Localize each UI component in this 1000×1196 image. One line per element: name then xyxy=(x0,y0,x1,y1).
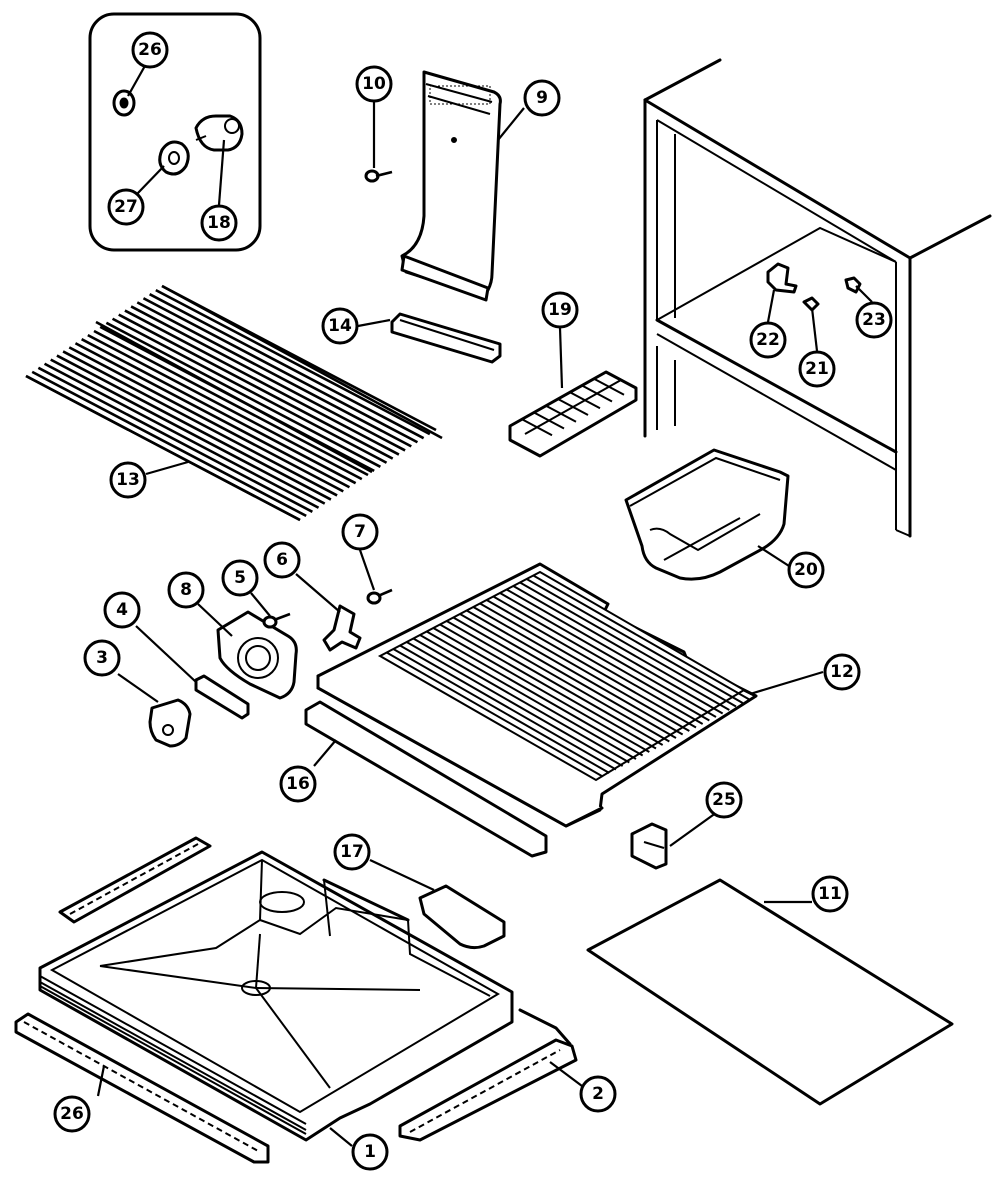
svg-text:7: 7 xyxy=(354,522,366,542)
svg-text:14: 14 xyxy=(328,316,352,336)
callout-17: 17 xyxy=(333,833,371,871)
callout-22: 22 xyxy=(749,321,787,359)
svg-text:20: 20 xyxy=(794,560,818,580)
callout-24: 26 xyxy=(131,31,169,69)
callout-18: 18 xyxy=(200,204,238,242)
callout-3: 3 xyxy=(83,639,121,677)
part-1-pan xyxy=(38,850,514,1142)
leader-lines xyxy=(96,63,873,1147)
part-9-duct-cover xyxy=(400,70,502,302)
svg-text:10: 10 xyxy=(362,74,386,94)
part-10-screw xyxy=(364,169,393,183)
callout-5: 5 xyxy=(221,559,259,597)
callout-8: 8 xyxy=(167,571,205,609)
svg-text:22: 22 xyxy=(756,330,780,350)
svg-text:9: 9 xyxy=(536,88,548,108)
callout-2: 2 xyxy=(579,1075,617,1113)
callout-26: 26 xyxy=(53,1095,91,1133)
callout-27: 27 xyxy=(107,188,145,226)
svg-text:17: 17 xyxy=(340,842,364,862)
svg-text:18: 18 xyxy=(207,213,231,233)
part-13-wire-shelf xyxy=(25,284,443,522)
part-16-trim xyxy=(304,700,548,858)
callout-16: 16 xyxy=(279,765,317,803)
part-8-fan-shroud xyxy=(216,610,298,700)
svg-text:2: 2 xyxy=(592,1084,604,1104)
svg-text:5: 5 xyxy=(234,568,246,588)
callout-25: 25 xyxy=(705,781,743,819)
svg-text:6: 6 xyxy=(276,550,288,570)
svg-text:19: 19 xyxy=(548,300,572,320)
part-20-bin xyxy=(624,448,790,581)
callout-13: 13 xyxy=(109,461,147,499)
svg-text:11: 11 xyxy=(818,884,842,904)
part-2-rail xyxy=(398,1008,578,1142)
part-4-bracket xyxy=(194,674,250,720)
svg-text:26: 26 xyxy=(138,40,162,60)
svg-text:27: 27 xyxy=(114,197,138,217)
callout-23: 23 xyxy=(855,301,893,339)
part-21-pin xyxy=(802,296,820,312)
part-7-screw xyxy=(366,588,393,605)
svg-text:3: 3 xyxy=(96,648,108,668)
callout-14: 14 xyxy=(321,307,359,345)
callout-20: 20 xyxy=(787,551,825,589)
callout-7: 7 xyxy=(341,513,379,551)
part-6-fan-blade xyxy=(322,604,362,652)
svg-text:23: 23 xyxy=(862,310,886,330)
cabinet-frame xyxy=(643,58,992,538)
svg-text:13: 13 xyxy=(116,470,140,490)
svg-text:21: 21 xyxy=(805,359,829,379)
part-3-thermostat xyxy=(148,698,192,748)
part-23-fastener xyxy=(844,276,862,294)
callout-9: 9 xyxy=(523,79,561,117)
callout-21: 21 xyxy=(798,350,836,388)
part-17-cover xyxy=(418,884,506,950)
part-26-rail xyxy=(14,1012,270,1164)
part-19-ice-tray xyxy=(508,370,638,458)
svg-text:26: 26 xyxy=(60,1104,84,1124)
part-22-clip xyxy=(766,262,798,294)
svg-text:4: 4 xyxy=(116,600,128,620)
svg-text:16: 16 xyxy=(286,774,310,794)
callout-19: 19 xyxy=(541,291,579,329)
part-11-panel xyxy=(586,878,954,1106)
svg-text:12: 12 xyxy=(830,662,854,682)
part-25-bracket xyxy=(630,822,668,870)
callout-4: 4 xyxy=(103,591,141,629)
callouts: 26 27 18 10 9 14 19 13 22 21 23 20 12 7 … xyxy=(53,31,893,1171)
callout-12: 12 xyxy=(823,653,861,691)
part-5-screw xyxy=(262,612,291,629)
svg-text:1: 1 xyxy=(364,1142,376,1162)
callout-6: 6 xyxy=(263,541,301,579)
part-14-bracket xyxy=(390,312,502,364)
callout-11: 11 xyxy=(811,875,849,913)
part-12-shelf-frame xyxy=(316,562,758,828)
callout-1: 1 xyxy=(351,1133,389,1171)
svg-text:25: 25 xyxy=(712,790,736,810)
svg-text:8: 8 xyxy=(180,580,192,600)
inset-detail-box xyxy=(88,12,262,252)
part-rail-upper-left xyxy=(58,836,212,924)
callout-10: 10 xyxy=(355,65,393,103)
